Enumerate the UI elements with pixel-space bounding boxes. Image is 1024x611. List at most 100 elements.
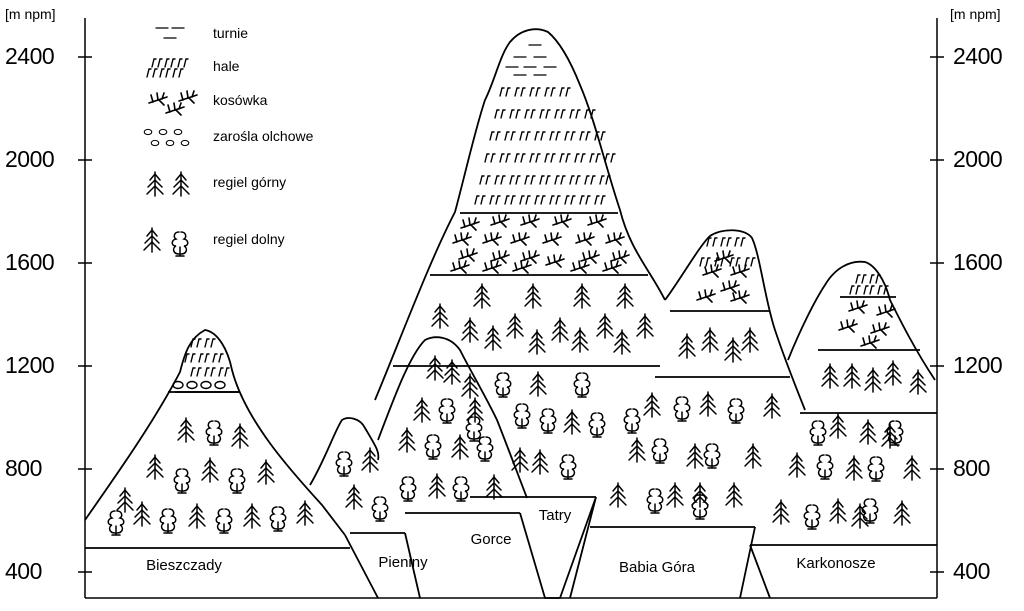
spruce-mark <box>177 417 195 443</box>
alder-mark <box>214 380 226 390</box>
kos-mark <box>730 264 750 278</box>
range-label-3: Tatry <box>538 507 572 524</box>
legend-label-4: regiel górny <box>213 174 287 190</box>
regiel-dolny-icon <box>171 231 189 257</box>
spruce-mark <box>609 482 627 508</box>
hala-mark <box>699 257 711 267</box>
kos-mark <box>610 250 630 264</box>
hala-mark <box>559 153 571 163</box>
hale-icon <box>151 58 163 68</box>
kosowka-icon <box>178 90 198 104</box>
spruce-mark <box>851 503 869 529</box>
legend-label-3: zarośla olchowe <box>213 128 314 144</box>
vegetation-symbols <box>107 44 927 536</box>
kos-mark <box>460 217 480 231</box>
deciduous-mark <box>651 438 669 464</box>
spruce-mark <box>426 355 444 381</box>
hala-mark <box>190 338 202 348</box>
deciduous-mark <box>816 454 834 480</box>
deciduous-mark <box>673 396 691 422</box>
kos-mark <box>512 260 532 274</box>
tick-label-left: 800 <box>5 455 42 481</box>
zarosla-olchowe-icon <box>173 128 183 136</box>
deciduous-mark <box>494 372 512 398</box>
spruce-mark <box>763 393 781 419</box>
spruce-mark <box>506 313 524 339</box>
kos-mark <box>730 290 750 304</box>
spruce-mark <box>864 367 882 393</box>
kos-mark <box>860 335 880 349</box>
deciduous-mark <box>399 476 417 502</box>
hala-mark <box>514 153 526 163</box>
kos-mark <box>490 250 510 264</box>
legend-label-1: hale <box>213 58 240 74</box>
spruce-mark <box>884 360 902 386</box>
hala-mark <box>514 87 526 97</box>
kos-mark <box>570 260 590 274</box>
hala-mark <box>534 131 546 141</box>
deciduous-mark <box>371 496 389 522</box>
tick-label-right: 2400 <box>953 43 1003 69</box>
hala-mark <box>204 338 216 348</box>
spruce-mark <box>461 317 479 343</box>
spruce-mark <box>188 503 206 529</box>
spruce-mark <box>678 333 696 359</box>
hala-mark <box>524 109 536 119</box>
kos-mark <box>552 214 572 228</box>
kos-mark <box>605 232 625 246</box>
spruce-mark <box>636 313 654 339</box>
kos-mark <box>876 304 896 318</box>
hale-icon <box>146 68 158 78</box>
spruce-mark <box>821 363 839 389</box>
spruce-mark <box>551 317 569 343</box>
kos-mark <box>520 214 540 228</box>
range-label-4: Babia Góra <box>619 559 695 576</box>
spruce-mark <box>859 419 877 445</box>
spruce-mark <box>893 500 911 526</box>
deciduous-mark <box>588 412 606 438</box>
hala-mark <box>579 131 591 141</box>
kos-mark <box>702 264 722 278</box>
hale-icon <box>164 58 176 68</box>
hala-mark <box>479 175 491 185</box>
spruce-mark <box>829 498 847 524</box>
hala-mark <box>849 285 861 295</box>
regiel-gorny-icon <box>146 171 164 197</box>
deciduous-mark <box>424 434 442 460</box>
deciduous-mark <box>335 451 353 477</box>
legend <box>143 27 198 257</box>
zarosla-olchowe-icon <box>158 128 168 136</box>
spruce-mark <box>413 397 431 423</box>
spruce-mark <box>201 457 219 483</box>
spruce-mark <box>484 325 502 351</box>
spruce-mark <box>398 427 416 453</box>
spruce-mark <box>829 413 847 439</box>
deciduous-mark <box>269 506 287 532</box>
spruce-mark <box>666 482 684 508</box>
deciduous-mark <box>623 408 641 434</box>
hale-icon <box>159 68 171 78</box>
hala-mark <box>569 175 581 185</box>
hala-mark <box>474 195 486 205</box>
spruce-mark <box>596 313 614 339</box>
axis-unit-left: [m npm] <box>5 6 56 22</box>
tick-label-left: 1600 <box>5 249 55 275</box>
spruce-mark <box>843 363 861 389</box>
kosowka-icon <box>148 92 168 106</box>
deciduous-mark <box>107 510 125 536</box>
kos-mark <box>542 232 562 246</box>
spruce-mark <box>573 283 591 309</box>
legend-label-5: regiel dolny <box>213 231 285 247</box>
spruce-mark <box>563 409 581 435</box>
spruce-mark <box>511 447 529 473</box>
kos-mark <box>450 260 470 274</box>
kos-mark <box>575 232 595 246</box>
tick-label-left: 1200 <box>5 352 55 378</box>
spruce-mark <box>744 443 762 469</box>
spruce-mark <box>345 484 363 510</box>
hala-mark <box>519 131 531 141</box>
hala-mark <box>554 175 566 185</box>
spruce-mark <box>116 487 134 513</box>
tick-label-left: 2400 <box>5 43 55 69</box>
